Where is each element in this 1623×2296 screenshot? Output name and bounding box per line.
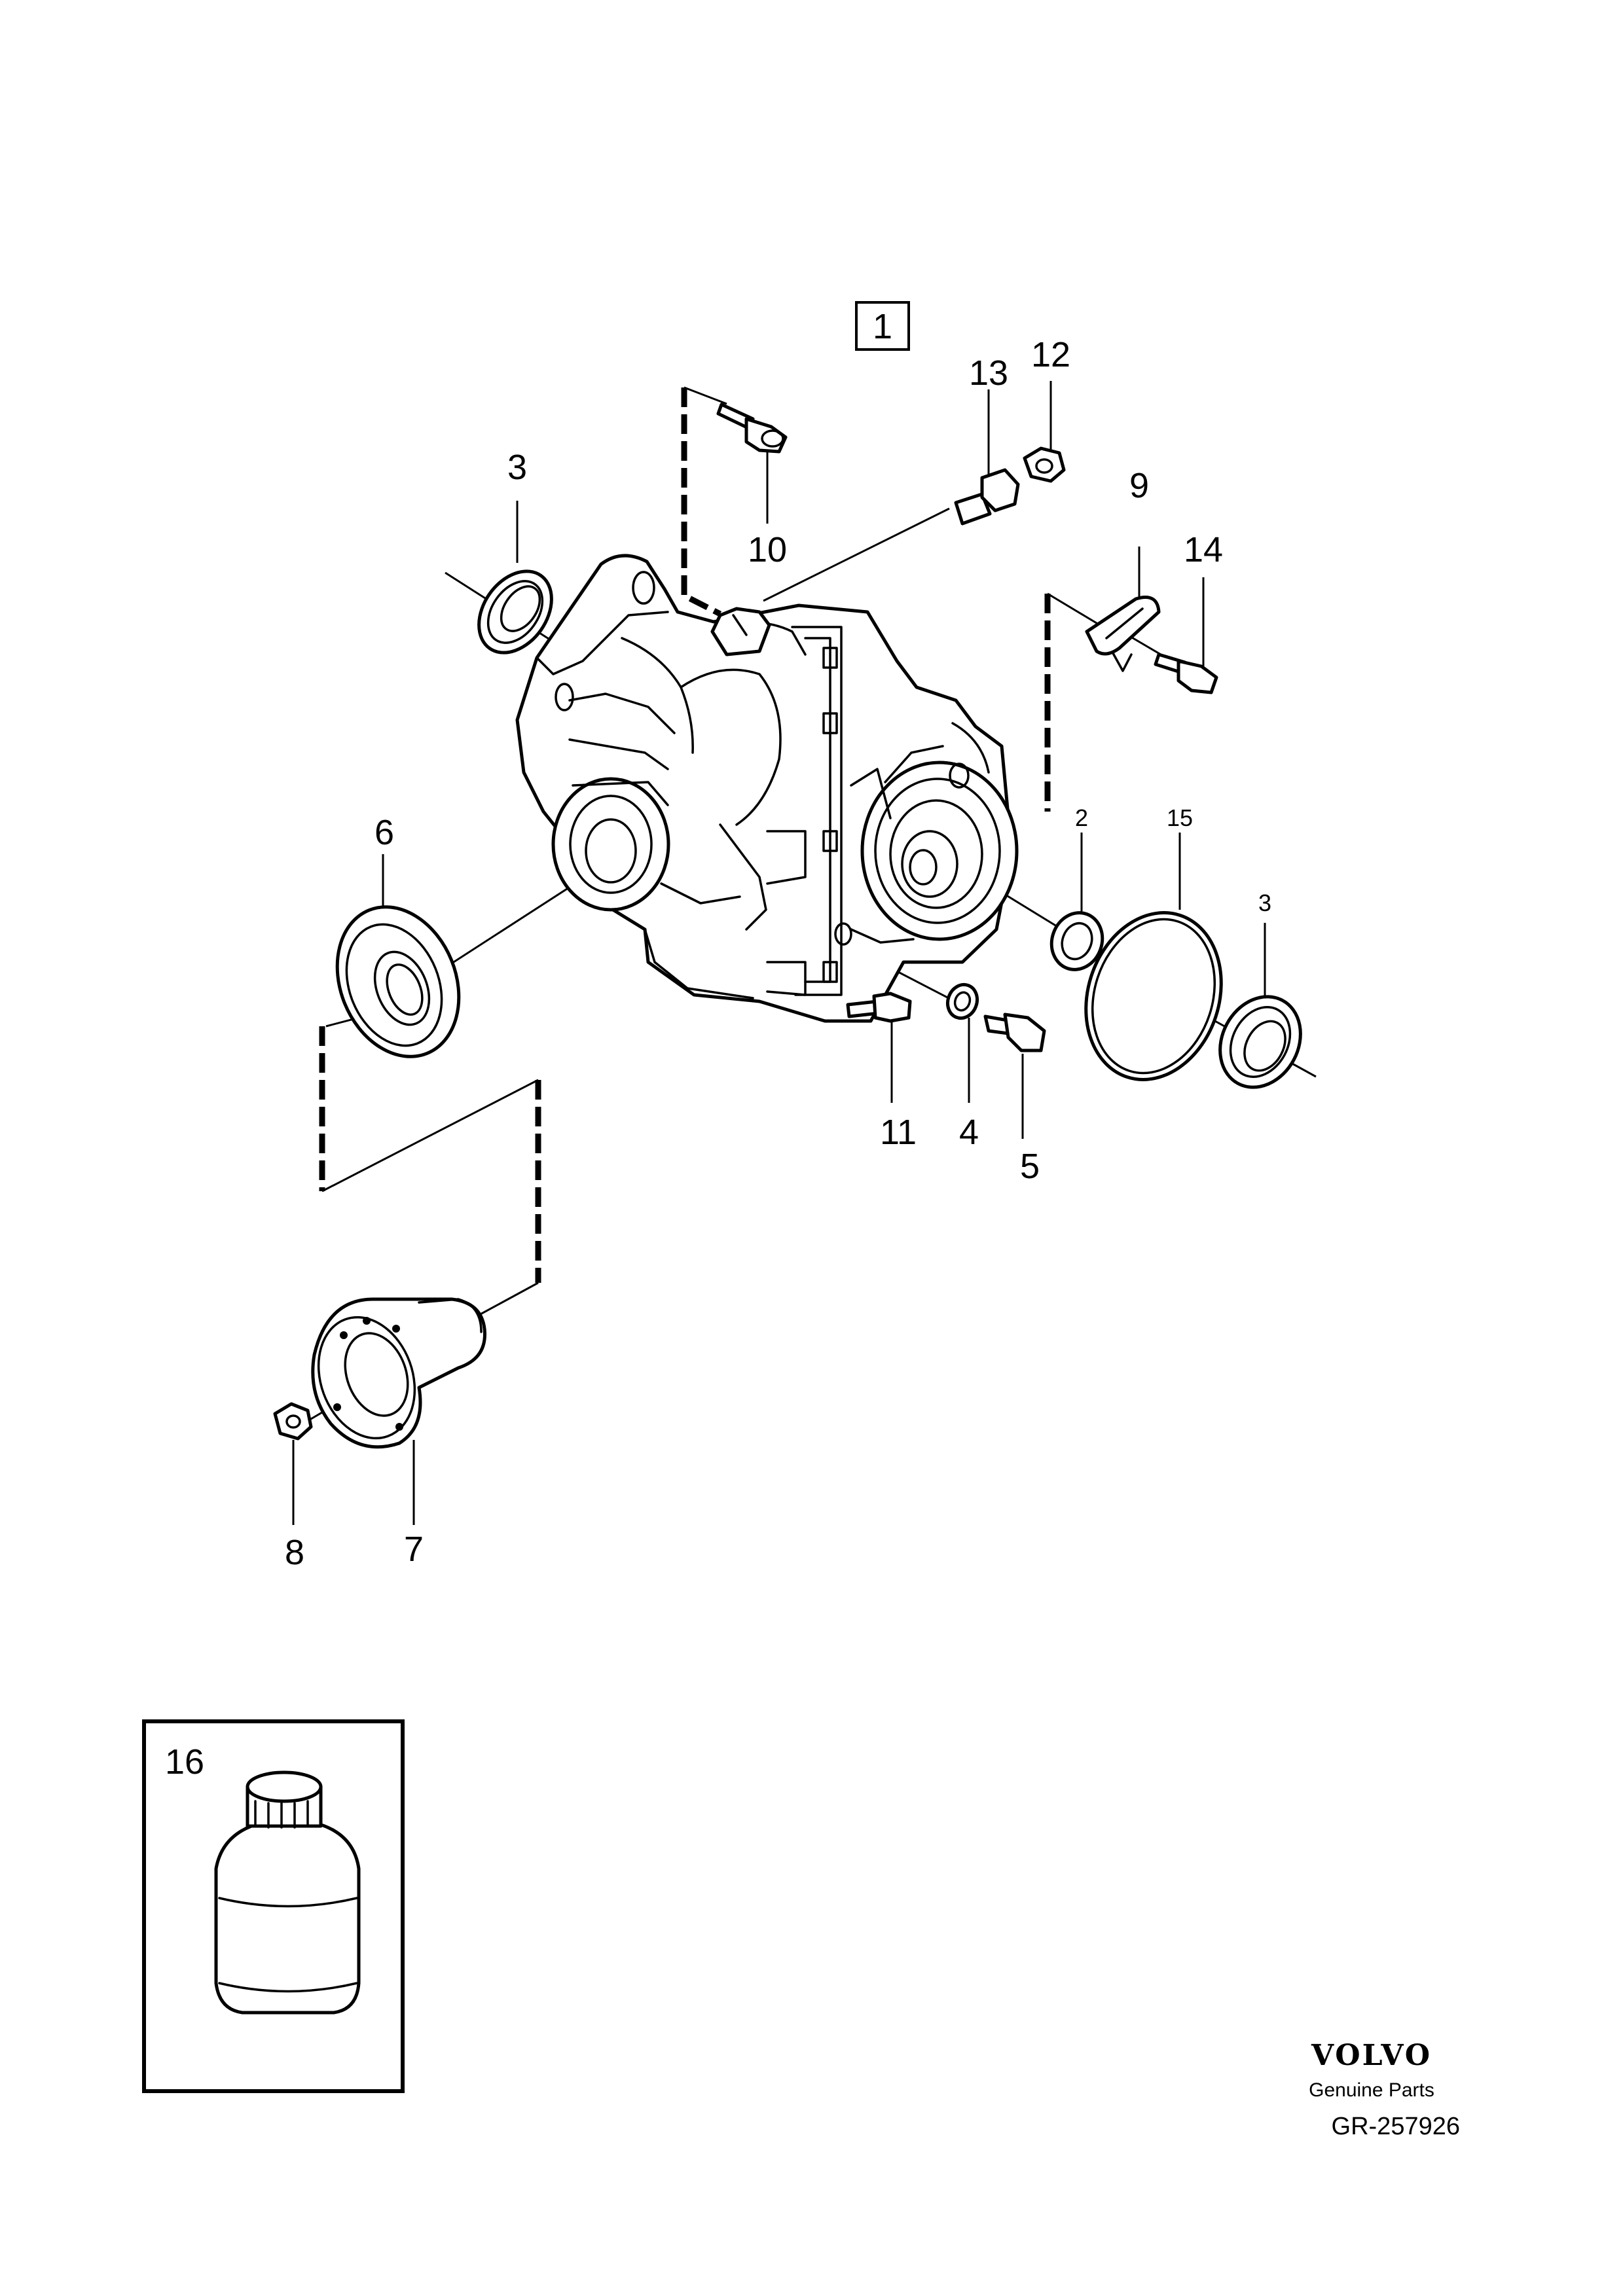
washer-4: [945, 982, 979, 1020]
seal-2: [1049, 911, 1104, 971]
nut-12: [1023, 446, 1066, 483]
callout-16: 16: [165, 1742, 204, 1782]
genuine-parts-label: Genuine Parts: [1309, 2079, 1434, 2101]
volvo-logo: VOLVO: [1311, 2039, 1432, 2072]
phantom-link-5: [684, 386, 727, 405]
callout-6: 6: [374, 813, 394, 852]
callout-2: 2: [1075, 804, 1088, 831]
callout-3-right: 3: [1258, 889, 1271, 916]
inset-box-16: 16: [142, 1719, 405, 2093]
diagram-reference: GR-257926: [1331, 2113, 1460, 2140]
assembly-reference-box: 1: [855, 301, 910, 351]
callout-13: 13: [969, 353, 1008, 393]
seal-3-right: [1218, 995, 1302, 1089]
callout-11: 11: [880, 1113, 917, 1152]
callout-12: 12: [1031, 335, 1070, 374]
seal-3-left: [477, 569, 553, 655]
callout-15: 15: [1167, 804, 1193, 831]
flange-7: [311, 1297, 486, 1449]
bolt-11: [846, 992, 912, 1023]
clip-9: [1085, 596, 1161, 672]
seal-6: [335, 905, 461, 1058]
phantom-link-4: [1047, 592, 1101, 626]
nut-8: [273, 1402, 313, 1441]
bolt-10: [716, 403, 788, 454]
o-ring-15: [1084, 911, 1223, 1081]
callout-14: 14: [1184, 530, 1223, 569]
callout-5: 5: [1020, 1147, 1040, 1186]
phantom-line-top: [681, 387, 722, 617]
oil-bottle-icon: [214, 1770, 361, 2015]
callout-7: 7: [404, 1530, 424, 1569]
callout-1: 1: [873, 307, 892, 346]
callout-9: 9: [1129, 466, 1149, 505]
callout-4: 4: [959, 1113, 979, 1152]
callout-10: 10: [748, 530, 787, 569]
plug-5: [983, 1013, 1046, 1052]
bolt-14: [1154, 653, 1218, 694]
callout-3-left: 3: [507, 448, 527, 487]
differential-housing: [515, 554, 1019, 1023]
callout-8: 8: [285, 1533, 304, 1572]
stud-13: [954, 468, 1020, 526]
phantom-link-1: [321, 1079, 539, 1193]
phantom-link-3: [477, 1282, 539, 1317]
callout-labels: 12 13 3 9 14 10 6 2 15 3 11 4 5 8 7: [285, 335, 1271, 1572]
